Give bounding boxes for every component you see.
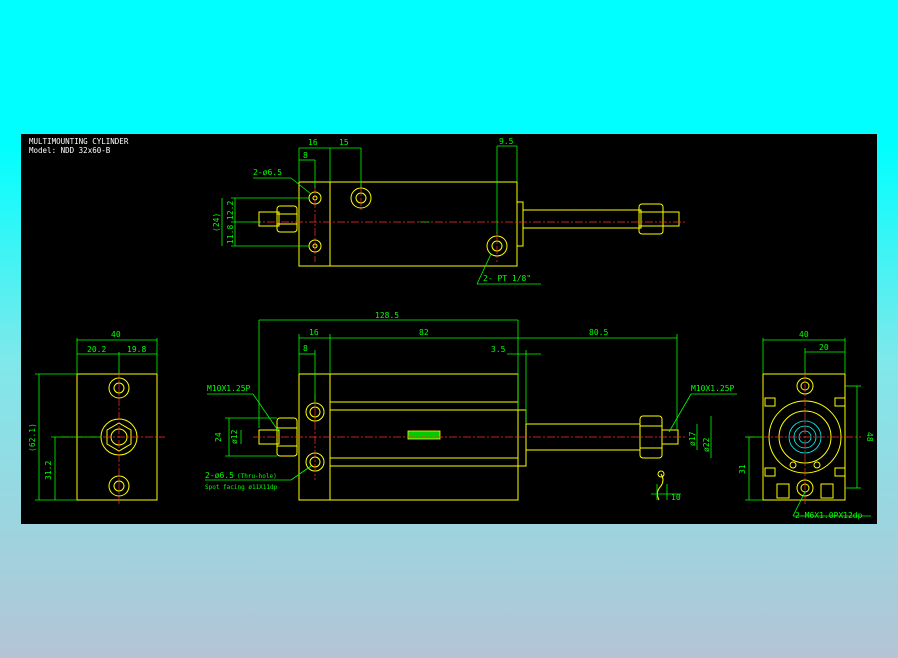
dim-left-40: 40 [111, 330, 121, 339]
dim-top-12-2: 12.2 [226, 201, 235, 220]
dim-front-hole: 2-ø6.5 [205, 471, 234, 480]
dim-left-62-1: (62.1) [28, 423, 37, 452]
front-view: 128.5 16 82 80.5 8 3.5 M10X1.25P M10X1.2… [205, 311, 737, 502]
dim-front-16: 16 [309, 328, 319, 337]
dim-right-31: 31 [738, 464, 747, 474]
dim-top-15: 15 [339, 138, 349, 147]
dim-front-spot: Spot facing ø11X11dp [205, 484, 278, 491]
dim-left-31-2: 31.2 [44, 461, 53, 480]
dim-right-20: 20 [819, 343, 829, 352]
dim-left-19-8: 19.8 [127, 345, 146, 354]
dim-right-40: 40 [799, 330, 809, 339]
dim-front-24: 24 [214, 432, 223, 442]
left-end-view: 40 20.2 19.8 (62.1) 31.2 [28, 330, 165, 504]
dim-top-24: (24) [212, 213, 221, 232]
dim-front-dia17: ø17 [688, 431, 697, 446]
dim-left-20-2: 20.2 [87, 345, 106, 354]
dim-front-80-5: 80.5 [589, 328, 608, 337]
dim-front-128-5: 128.5 [375, 311, 399, 320]
top-piston-rod [522, 209, 642, 229]
cad-drawing: MULTIMOUNTING CYLINDER Model: NDD 32x60-… [28, 137, 874, 520]
dim-front-thread-right: M10X1.25P [691, 384, 735, 393]
dim-front-thru: (Thru-hole) [237, 473, 277, 480]
dim-front-82: 82 [419, 328, 429, 337]
cad-drawing-panel: MULTIMOUNTING CYLINDER Model: NDD 32x60-… [21, 134, 877, 524]
top-view: ~~~ 16 15 8 9.5 (24) 12.2 11.8 2-ø6.5 2-… [212, 137, 685, 285]
dim-front-10: 10 [671, 493, 681, 502]
dim-right-thread: 2-M6X1.0PX12dp [795, 511, 863, 520]
dim-front-thread-left: M10X1.25P [207, 384, 251, 393]
dim-top-hole: 2-ø6.5 [253, 168, 282, 177]
top-body-outline [298, 181, 518, 267]
dim-top-8: 8 [303, 151, 308, 160]
dim-top-port: 2- PT 1/8" [483, 274, 531, 283]
right-end-view: 40 20 48 31 2-M6X1.0PX12dp [738, 330, 874, 520]
svg-text:~~~: ~~~ [419, 219, 430, 226]
drawing-model: Model: NDD 32x60-B [29, 146, 111, 155]
drawing-title: MULTIMOUNTING CYLINDER [29, 137, 129, 146]
dim-right-48: 48 [865, 432, 874, 442]
dim-top-9-5: 9.5 [499, 137, 514, 146]
dim-top-16: 16 [308, 138, 318, 147]
dim-front-3-5: 3.5 [491, 345, 506, 354]
dim-front-dia22: ø22 [702, 437, 711, 452]
nameplate [407, 430, 441, 440]
front-mount-hole-upper [305, 402, 325, 422]
dim-top-11-8: 11.8 [226, 225, 235, 244]
dim-front-dia12: ø12 [230, 429, 239, 444]
dim-front-8: 8 [303, 344, 308, 353]
